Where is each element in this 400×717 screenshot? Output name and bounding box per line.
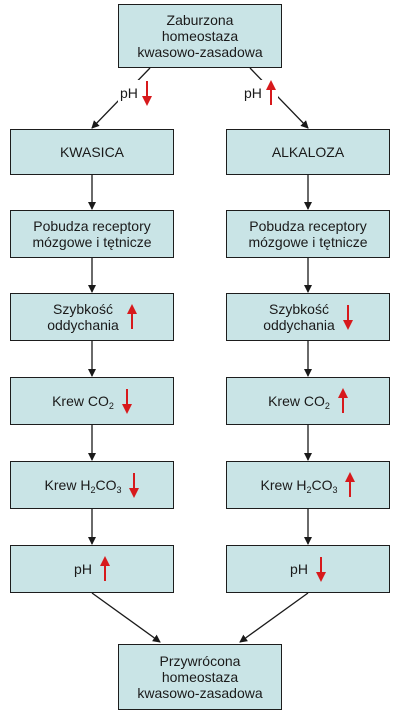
right-step-breathing: Szybkość oddychania [226,293,390,341]
right-step-h2co3: Krew H2CO3 [226,461,390,509]
left-step-breathing: Szybkość oddychania [10,293,174,341]
left-step-h2co3: Krew H2CO3 [10,461,174,509]
arrow-top-to-right [249,67,309,129]
arrow-up-icon [345,472,356,498]
right-co2-text: Krew CO2 [268,393,330,411]
bottom-box: Przywrócona homeostaza kwasowo-zasadowa [118,644,282,710]
arrow-up-icon [337,388,348,414]
left-step-co2: Krew CO2 [10,377,174,425]
left-step-receptors: Pobudza receptory mózgowe i tętnicze [10,210,174,258]
left-receptors-text: Pobudza receptory mózgowe i tętnicze [32,218,152,250]
right-step-ph: pH [226,545,390,593]
right-step-co2: Krew CO2 [226,377,390,425]
kwasica-box: KWASICA [10,129,174,175]
arrow-down-icon [129,472,140,498]
right-receptors-text: Pobudza receptory mózgowe i tętnicze [248,218,368,250]
left-h2co3-text: Krew H2CO3 [44,477,122,495]
arrow-left-to-bottom [91,592,161,643]
left-step-ph: pH [10,545,174,593]
kwasica-title: KWASICA [59,144,125,160]
right-h2co3-text: Krew H2CO3 [260,477,338,495]
right-ph-text: pH [290,561,308,577]
alkaloza-box: ALKALOZA [226,129,390,175]
bottom-box-text: Przywrócona homeostaza kwasowo-zasadowa [137,653,263,701]
ph-right-text: pH [244,85,262,101]
ph-label-right: pH [242,80,278,106]
top-box-text: Zaburzona homeostaza kwasowo-zasadowa [137,12,263,60]
right-step-receptors: Pobudza receptory mózgowe i tętnicze [226,210,390,258]
alkaloza-title: ALKALOZA [271,144,345,160]
arrow-up-icon [265,80,276,106]
arrow-down-icon [141,80,152,106]
arrow-down-icon [315,556,326,582]
left-breathing-text: Szybkość oddychania [47,301,119,333]
right-breathing-text: Szybkość oddychania [263,301,335,333]
arrow-up-icon [99,556,110,582]
left-co2-text: Krew CO2 [52,393,114,411]
ph-label-left: pH [118,80,154,106]
arrow-down-icon [121,388,132,414]
ph-left-text: pH [120,85,138,101]
top-box: Zaburzona homeostaza kwasowo-zasadowa [118,4,282,68]
arrow-up-icon [126,304,137,330]
arrow-right-to-bottom [239,592,309,643]
left-ph-text: pH [74,561,92,577]
arrow-down-icon [342,304,353,330]
